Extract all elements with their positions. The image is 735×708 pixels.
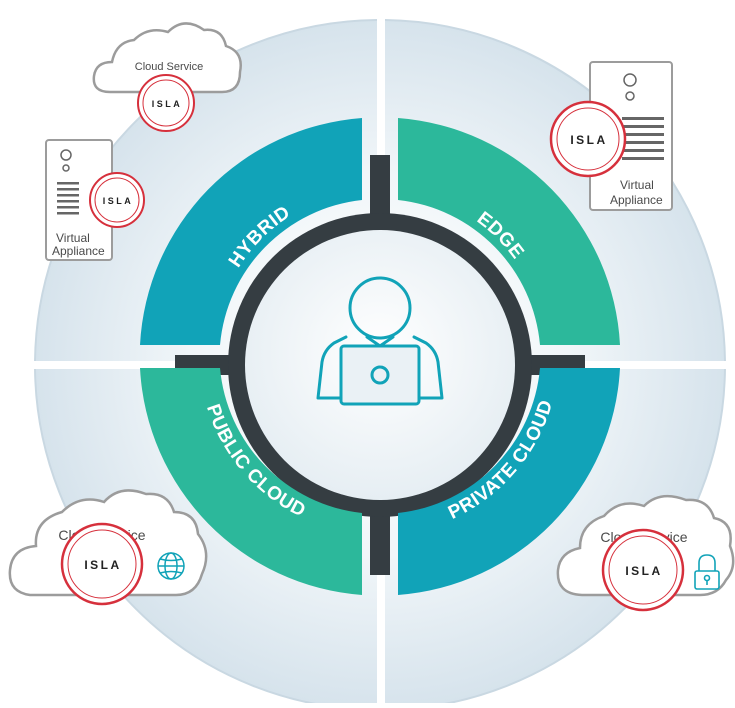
cloud-service-top-left: Cloud Service ISLA — [92, 22, 242, 132]
isla-badge: ISLA — [570, 133, 607, 147]
virtual-appliance-left: Virtual Appliance ISLA — [45, 139, 145, 261]
cloud-service-private: Cloud Service ISLA — [556, 494, 735, 612]
cloud-service-label: Cloud Service — [135, 61, 203, 73]
appliance-label-line2: Appliance — [52, 244, 105, 258]
appliance-label-line1: Virtual — [620, 178, 654, 192]
lock-icon — [694, 554, 720, 590]
isla-badge: ISLA — [84, 558, 121, 572]
virtual-appliance-right: Virtual Appliance ISLA — [549, 61, 673, 211]
segment-hybrid[interactable] — [140, 118, 362, 345]
segment-private-cloud[interactable] — [398, 368, 620, 595]
ring-segments — [140, 118, 620, 595]
isla-badge: ISLA — [103, 196, 134, 206]
appliance-label-line1: Virtual — [56, 231, 90, 245]
segment-public-cloud[interactable] — [140, 368, 362, 595]
segment-edge[interactable] — [398, 118, 620, 345]
isla-badge: ISLA — [152, 99, 183, 109]
user-laptop-icon — [316, 276, 444, 406]
appliance-label-line2: Appliance — [610, 193, 663, 207]
cloud-service-public: Cloud Service ISLA — [8, 489, 208, 606]
globe-icon — [157, 552, 185, 580]
isla-badge: ISLA — [625, 564, 662, 578]
